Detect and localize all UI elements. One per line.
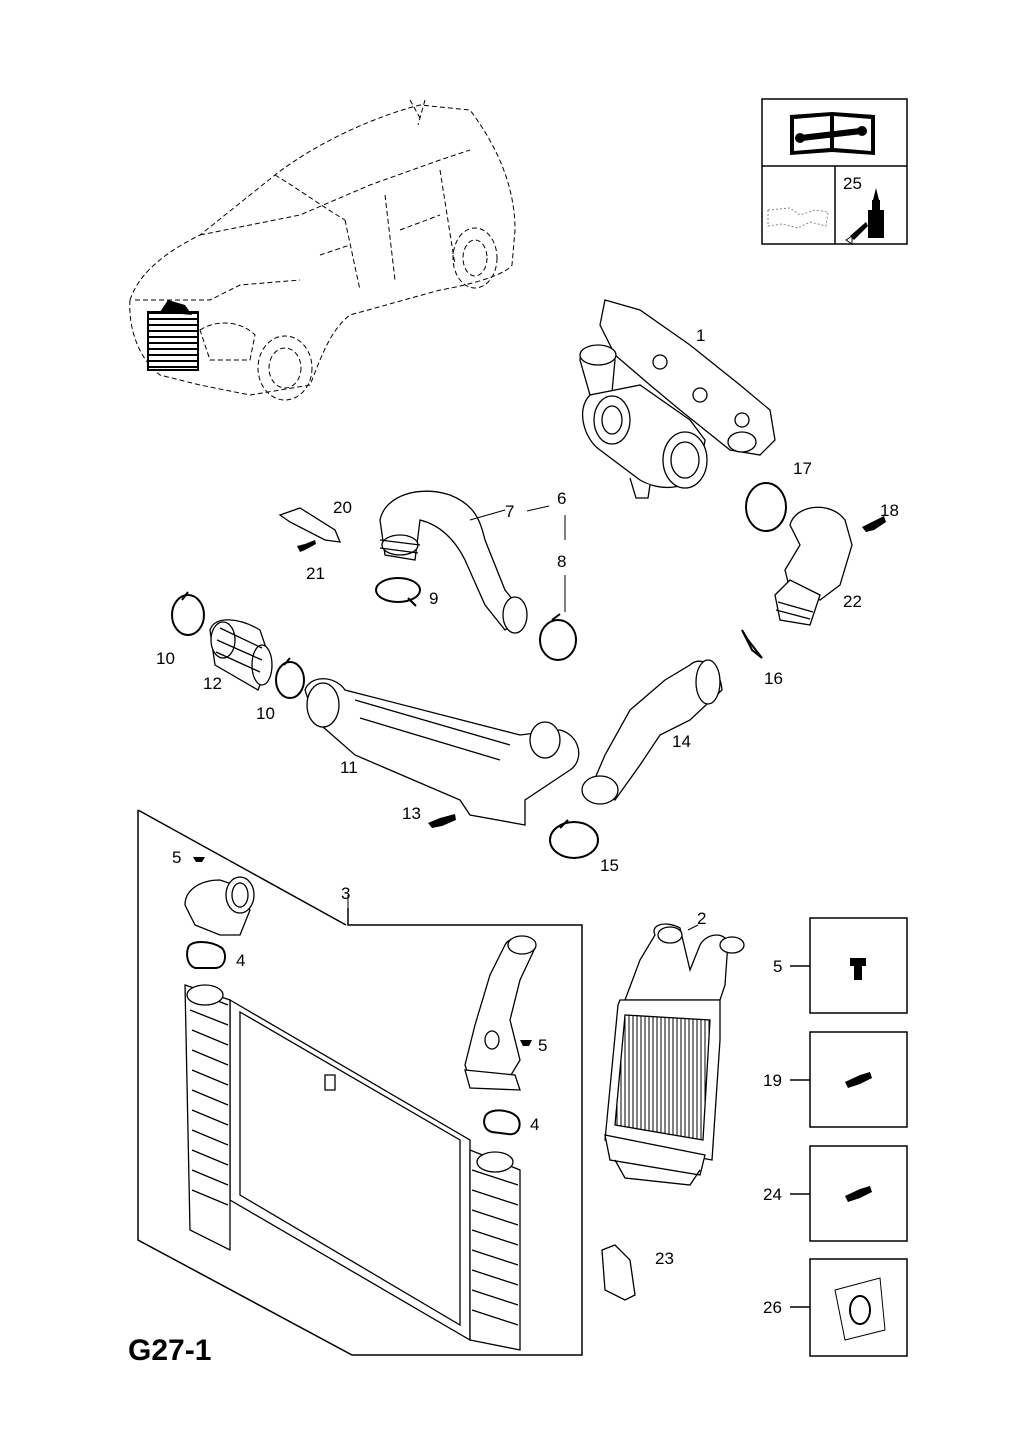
turbocharger-assembly (579, 299, 776, 499)
callout-15: 15 (600, 856, 619, 875)
callout-9: 9 (429, 589, 439, 608)
callout-4-right: 4 (530, 1115, 540, 1134)
callout-20: 20 (333, 498, 352, 517)
front-grille-highlight (147, 300, 199, 371)
charge-air-pipe (464, 935, 537, 1091)
callout-24: 24 (763, 1185, 782, 1204)
service-manual-icon (790, 112, 875, 155)
callout-7: 7 (505, 502, 515, 521)
fastener-5 (193, 857, 532, 1046)
intercooler-outlet-hose (581, 659, 723, 805)
leader-lines (347, 505, 699, 931)
callout-4-left: 4 (236, 951, 246, 970)
callout-5-mid: 5 (538, 1036, 548, 1055)
charge-air-tube (304, 678, 580, 826)
callout-21: 21 (306, 564, 325, 583)
callout-17: 17 (793, 459, 812, 478)
diagram-title: G27-1 (128, 1334, 212, 1367)
callout-23: 23 (655, 1249, 674, 1268)
callout-10-left: 10 (156, 649, 175, 668)
callout-8: 8 (557, 552, 567, 571)
gasket-4 (186, 941, 521, 1136)
bracket-20 (278, 507, 342, 543)
sealant-bottle-icon (845, 188, 884, 245)
legend-box (761, 98, 908, 245)
callout-26: 26 (763, 1298, 782, 1317)
callout-19: 19 (763, 1071, 782, 1090)
radiator (184, 984, 521, 1351)
callout-1: 1 (696, 326, 706, 345)
callout-13: 13 (402, 804, 421, 823)
callout-18: 18 (880, 501, 899, 520)
callout-6: 6 (557, 489, 567, 508)
callout-25: 25 (843, 174, 862, 193)
callout-22: 22 (843, 592, 862, 611)
fastener-boxes (790, 917, 908, 1357)
callout-2: 2 (697, 909, 707, 928)
callout-5-top: 5 (172, 848, 182, 867)
turbo-outlet-elbow (774, 506, 853, 626)
vehicle-illustration (129, 99, 516, 401)
intercooler (604, 923, 745, 1186)
callout-12: 12 (203, 674, 222, 693)
gasket-icon (767, 207, 829, 229)
bolts (297, 516, 886, 828)
fastener-box-icons (834, 958, 886, 1341)
callout-14: 14 (672, 732, 691, 751)
charge-air-hose (379, 490, 528, 634)
callout-10-right: 10 (256, 704, 275, 723)
callout-16: 16 (764, 669, 783, 688)
short-hose (209, 619, 273, 691)
callout-3: 3 (341, 884, 351, 903)
callout-5-box: 5 (773, 957, 783, 976)
bracket-23 (601, 1244, 636, 1301)
callout-11: 11 (340, 758, 358, 777)
coolant-outlet-pipe (184, 876, 255, 936)
hose-clamps (171, 482, 787, 859)
radiator-group-frame (137, 809, 583, 1356)
